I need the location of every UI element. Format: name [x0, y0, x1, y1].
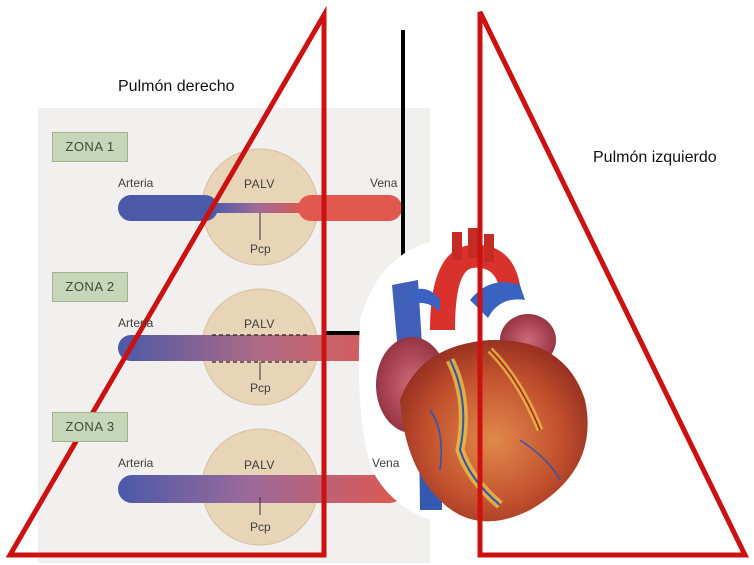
zone-2-pcp-label: Pcp [250, 381, 271, 395]
zone-1-palv-label: PALV [244, 177, 275, 191]
zone-1-artery-label: Arteria [118, 176, 154, 190]
zone-2-vessel [118, 335, 402, 361]
zone-2-diagram [118, 288, 402, 406]
right-lung-triangle [5, 5, 327, 558]
zone-2-label: ZONA 2 [52, 272, 128, 302]
zone-3-vein-label: Vena [372, 456, 400, 470]
zone-3-vessel [118, 475, 404, 503]
zone-3-artery-label: Arteria [118, 456, 154, 470]
left-lung-label: Pulmón izquierdo [593, 149, 717, 166]
zone-3-diagram [118, 428, 404, 546]
zone-1-vein [298, 195, 402, 221]
heart-icon [358, 228, 620, 528]
zone-3-palv-label: PALV [244, 458, 275, 472]
zone-1-label: ZONA 1 [52, 132, 128, 162]
zone-3-pcp-label: Pcp [250, 520, 271, 534]
zone-1-artery [118, 195, 218, 221]
zone-1-capillary-collapsed [212, 203, 308, 213]
left-lung-triangle [477, 10, 750, 558]
zone-2-artery-label: Arteria [118, 316, 154, 330]
zone-1-pcp-label: Pcp [250, 242, 271, 256]
zone-3-label: ZONA 3 [52, 412, 128, 442]
right-lung-label: Pulmón derecho [118, 78, 235, 95]
zone-2-palv-label: PALV [244, 317, 275, 331]
zone-1-vein-label: Vena [370, 176, 398, 190]
